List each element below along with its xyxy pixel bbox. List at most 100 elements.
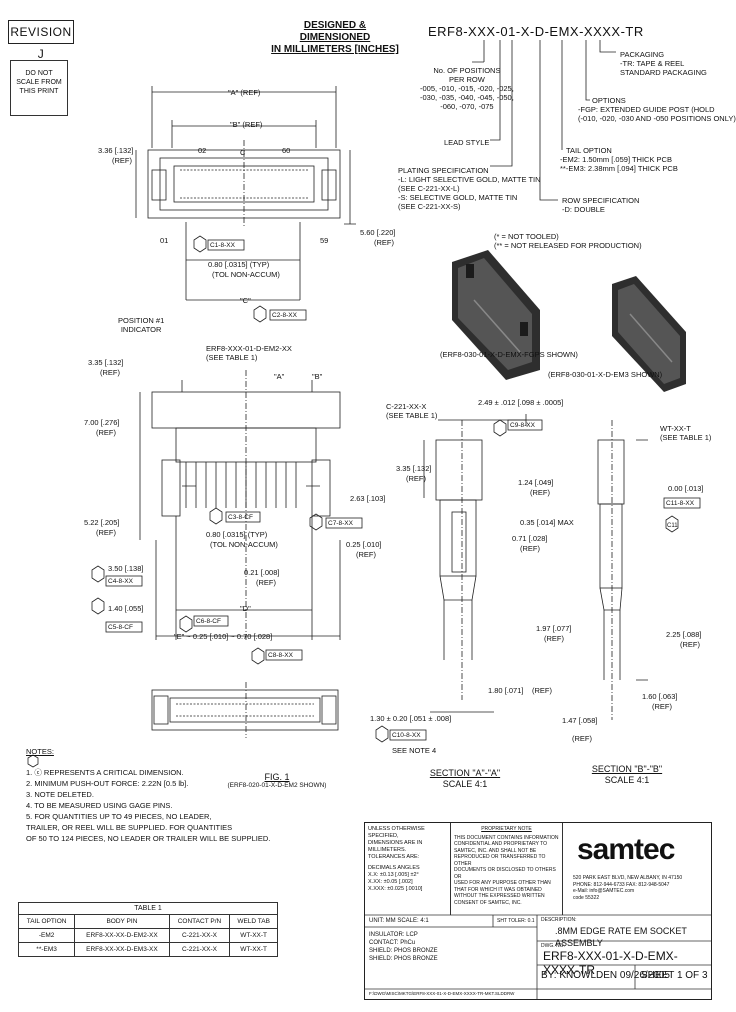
opt-line: -S: SELECTIVE GOLD, MATTE TIN bbox=[398, 193, 518, 202]
tol-line: TOLERANCES ARE: bbox=[368, 854, 420, 860]
label-pitch2-sub: (TOL NON-ACCUM) bbox=[210, 540, 278, 549]
label-c11: C11-8-XX bbox=[666, 500, 695, 507]
row-option: ROW SPECIFICATION -D: DOUBLE bbox=[562, 196, 639, 214]
dim-b bbox=[171, 120, 317, 148]
label-pitch2: 0.80 [.0315] (TYP) bbox=[206, 530, 268, 539]
part-number-title: ERF8-XXX-01-X-D-EMX-XXXX-TR bbox=[428, 24, 644, 39]
bottom-view-tab-left bbox=[153, 695, 169, 725]
label-021-ref: (REF) bbox=[256, 578, 276, 587]
opt-line: STANDARD PACKAGING bbox=[620, 68, 707, 77]
label-c3: C3-8-CF bbox=[228, 514, 253, 521]
ref-box-c8 bbox=[265, 649, 303, 661]
note-item: TRAILER, OR REEL WILL BE SUPPLIED. FOR Q… bbox=[26, 823, 233, 832]
ref-box-c4 bbox=[105, 575, 143, 587]
opt-line: -FGP: EXTENDED GUIDE POST (HOLD bbox=[578, 105, 715, 114]
label-124-ref: (REF) bbox=[530, 488, 550, 497]
opt-line: -030, -035, -040, -045, -050, bbox=[420, 93, 514, 102]
leader-options bbox=[585, 40, 590, 101]
opt-line: -EM2: 1.50mm [.059] THICK PCB bbox=[560, 155, 672, 164]
note-item: 2. MINIMUM PUSH-OUT FORCE: 2.22N [0.5 lb… bbox=[26, 779, 189, 788]
label-c1: C1-8-XX bbox=[210, 242, 235, 249]
label-pitch-sub: (TOL NON-ACCUM) bbox=[212, 270, 280, 279]
prop-line: THAT FOR WHICH IT WAS OBTAINED bbox=[454, 886, 542, 893]
notes-block: NOTES: 1. ⓒ REPRESENTS A CRITICAL DIMENS… bbox=[26, 746, 270, 844]
opt-line: PLATING SPECIFICATION bbox=[398, 166, 489, 175]
table-header: TAIL OPTION bbox=[17, 914, 76, 929]
description: .8MM EDGE RATE EM SOCKET ASSEMBLY bbox=[555, 926, 687, 948]
prop-title: PROPRIETARY NOTE bbox=[481, 826, 532, 832]
crit-c3-icon bbox=[209, 507, 223, 525]
positions-option: No. OF POSITIONS PER ROW -005, -010, -01… bbox=[420, 66, 514, 111]
tol-line: X.XXX: ±0.025 [.0010] bbox=[368, 886, 423, 892]
crit-c11-icon bbox=[665, 515, 679, 533]
note-item: 1. ⓒ REPRESENTS A CRITICAL DIMENSION. bbox=[26, 768, 184, 777]
label-c2: C2-8-XX bbox=[272, 312, 297, 319]
leader-row bbox=[539, 40, 558, 201]
tol-line: X.XX: ±0.05 [.002] bbox=[368, 879, 413, 885]
tolerance-block: UNLESS OTHERWISE SPECIFIED, DIMENSIONS A… bbox=[365, 823, 451, 915]
label-000: 0.00 [.013] bbox=[668, 484, 704, 493]
opt-line: (SEE C-221-XX-L) bbox=[398, 184, 460, 193]
samtec-logo: samtec 520 PARK EAST BLVD, NEW ALBANY, I… bbox=[563, 823, 711, 915]
label-197: 1.97 [.077] bbox=[536, 624, 572, 633]
addr-line: PHONE: 812-944-6733 FAX: 812-948-5047 bbox=[573, 881, 670, 888]
label-124: 1.24 [.049] bbox=[518, 478, 554, 487]
label-147: 1.47 [.058] bbox=[562, 716, 598, 725]
section-aa-body bbox=[439, 499, 477, 577]
label-c6: C6-8-CF bbox=[196, 618, 221, 625]
addr-line: e-Mail: info@SAMTEC.com bbox=[573, 888, 635, 894]
drawing-number: ERF8-XXX-01-X-D-EMX-XXXX-TR bbox=[543, 949, 678, 977]
note-item: 4. TO BE MEASURED USING GAGE PINS. bbox=[26, 801, 173, 810]
revision-label: REVISION J bbox=[8, 20, 74, 61]
ref-box-c2 bbox=[269, 309, 307, 321]
label-pitch: 0.80 [.0315] (TYP) bbox=[208, 260, 270, 269]
section-bb-legs bbox=[603, 610, 621, 680]
options-option: OPTIONS -FGP: EXTENDED GUIDE POST (HOLD … bbox=[578, 96, 736, 123]
caption-em3: (ERF8-030-01-X-D-EM3 SHOWN) bbox=[548, 370, 663, 379]
label-522: 5.22 [.205] bbox=[84, 518, 120, 527]
leader-packaging bbox=[599, 40, 616, 53]
header-line: IN MILLIMETERS [INCHES] bbox=[271, 44, 399, 55]
label-c11-sym: C11 bbox=[667, 523, 678, 529]
label-025: 0.25 [.010] bbox=[346, 540, 382, 549]
proprietary-note: PROPRIETARY NOTE THIS DOCUMENT CONTAINS … bbox=[451, 823, 563, 915]
label-c-dim: "C" bbox=[240, 296, 251, 305]
section-aa-contact bbox=[451, 511, 467, 573]
label-a-ref: "A" (REF) bbox=[228, 88, 261, 97]
dim-560 bbox=[344, 150, 356, 225]
front-view-pins bbox=[185, 462, 297, 508]
opt-line: PACKAGING bbox=[620, 50, 665, 59]
opt-line: No. OF POSITIONS bbox=[433, 66, 501, 75]
opt-line: -D: DOUBLE bbox=[562, 205, 605, 214]
front-view-tab-left bbox=[161, 459, 181, 517]
label-pos1: POSITION #1 INDICATOR bbox=[118, 316, 164, 334]
dim-d bbox=[175, 516, 313, 640]
table-header: CONTACT P/N bbox=[168, 914, 231, 929]
table-1-title: TABLE 1 bbox=[18, 902, 278, 914]
section-aa-title: SECTION "A"-"A" bbox=[429, 768, 501, 778]
label-021: 0.21 [.008] bbox=[244, 568, 280, 577]
tol-line: DECIMALS ANGLES bbox=[368, 865, 420, 871]
drawing-sheet: REVISION J DO NOT SCALE FROM THIS PRINT … bbox=[8, 20, 736, 1000]
table-cell: WT-XX-T bbox=[229, 928, 278, 943]
label-071-ref: (REF) bbox=[520, 544, 540, 553]
label-180-ref: (REF) bbox=[532, 686, 552, 695]
opt-line: PER ROW bbox=[448, 75, 485, 84]
tol-line: X.X: ±0.13 [.005] ±2° bbox=[368, 872, 419, 878]
c221-line: C-221-XX-X bbox=[386, 402, 427, 411]
table-header: WELD TAB bbox=[229, 914, 278, 929]
label-sec-a: "A" bbox=[274, 372, 285, 381]
packaging-option: PACKAGING -TR: TAPE & REEL STANDARD PACK… bbox=[620, 50, 707, 77]
crit-c6-icon bbox=[179, 615, 193, 633]
label-522-ref: (REF) bbox=[96, 528, 116, 537]
ref-box-c11 bbox=[663, 497, 701, 509]
crit-c7-icon bbox=[309, 513, 323, 531]
label-c5: C5-8-CF bbox=[108, 624, 133, 631]
company-address: 520 PARK EAST BLVD, NEW ALBANY, IN 47150… bbox=[573, 875, 682, 901]
top-view-latch-right bbox=[321, 169, 337, 201]
label-140: 1.40 [.055] bbox=[108, 604, 144, 613]
table-1: TABLE 1 TAIL OPTION BODY PIN CONTACT P/N… bbox=[17, 902, 278, 957]
label-700: 7.00 [.276] bbox=[84, 418, 120, 427]
label-pin-59: 59 bbox=[320, 236, 329, 245]
prop-line: DOCUMENTS OR DISCLOSED TO OTHERS OR bbox=[454, 867, 556, 880]
